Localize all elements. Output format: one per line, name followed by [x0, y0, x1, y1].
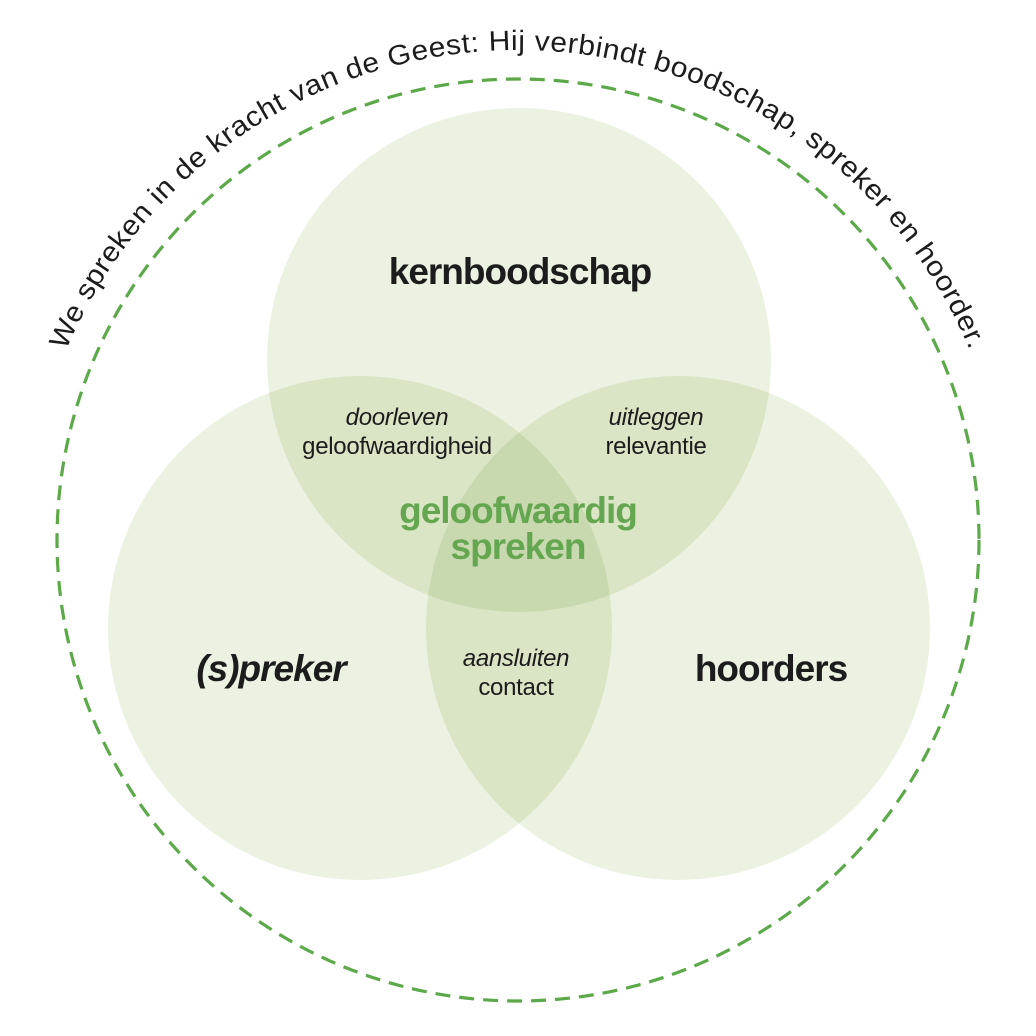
label-spreker: (s)preker — [196, 648, 346, 689]
label-geloofwaardig-spreken: geloofwaardig spreken — [399, 490, 638, 567]
center-line-spreken: spreken — [450, 526, 587, 567]
dashed-boundary-circle — [55, 77, 981, 1003]
overlap-sub-relevantie: relevantie — [605, 433, 707, 460]
overlap-label-aansluiten-contact: aansluiten contact — [462, 644, 570, 702]
overlap-label-doorleven-geloofwaardigheid: doorleven geloofwaardigheid — [302, 403, 492, 461]
overlap-word-uitleggen: uitleggen — [608, 404, 704, 431]
label-kernboodschap: kernboodschap — [388, 251, 652, 292]
overlap-word-doorleven: doorleven — [345, 404, 449, 431]
overlap-word-aansluiten: aansluiten — [462, 645, 570, 672]
overlap-sub-contact: contact — [478, 674, 554, 701]
label-hoorders: hoorders — [694, 648, 848, 689]
venn-circle-hoorders — [426, 376, 930, 880]
venn-circles — [108, 108, 930, 880]
overlap-sub-geloofwaardigheid: geloofwaardigheid — [302, 433, 492, 460]
center-line-geloofwaardig: geloofwaardig — [399, 490, 638, 531]
overlap-label-uitleggen-relevantie: uitleggen relevantie — [605, 403, 706, 461]
